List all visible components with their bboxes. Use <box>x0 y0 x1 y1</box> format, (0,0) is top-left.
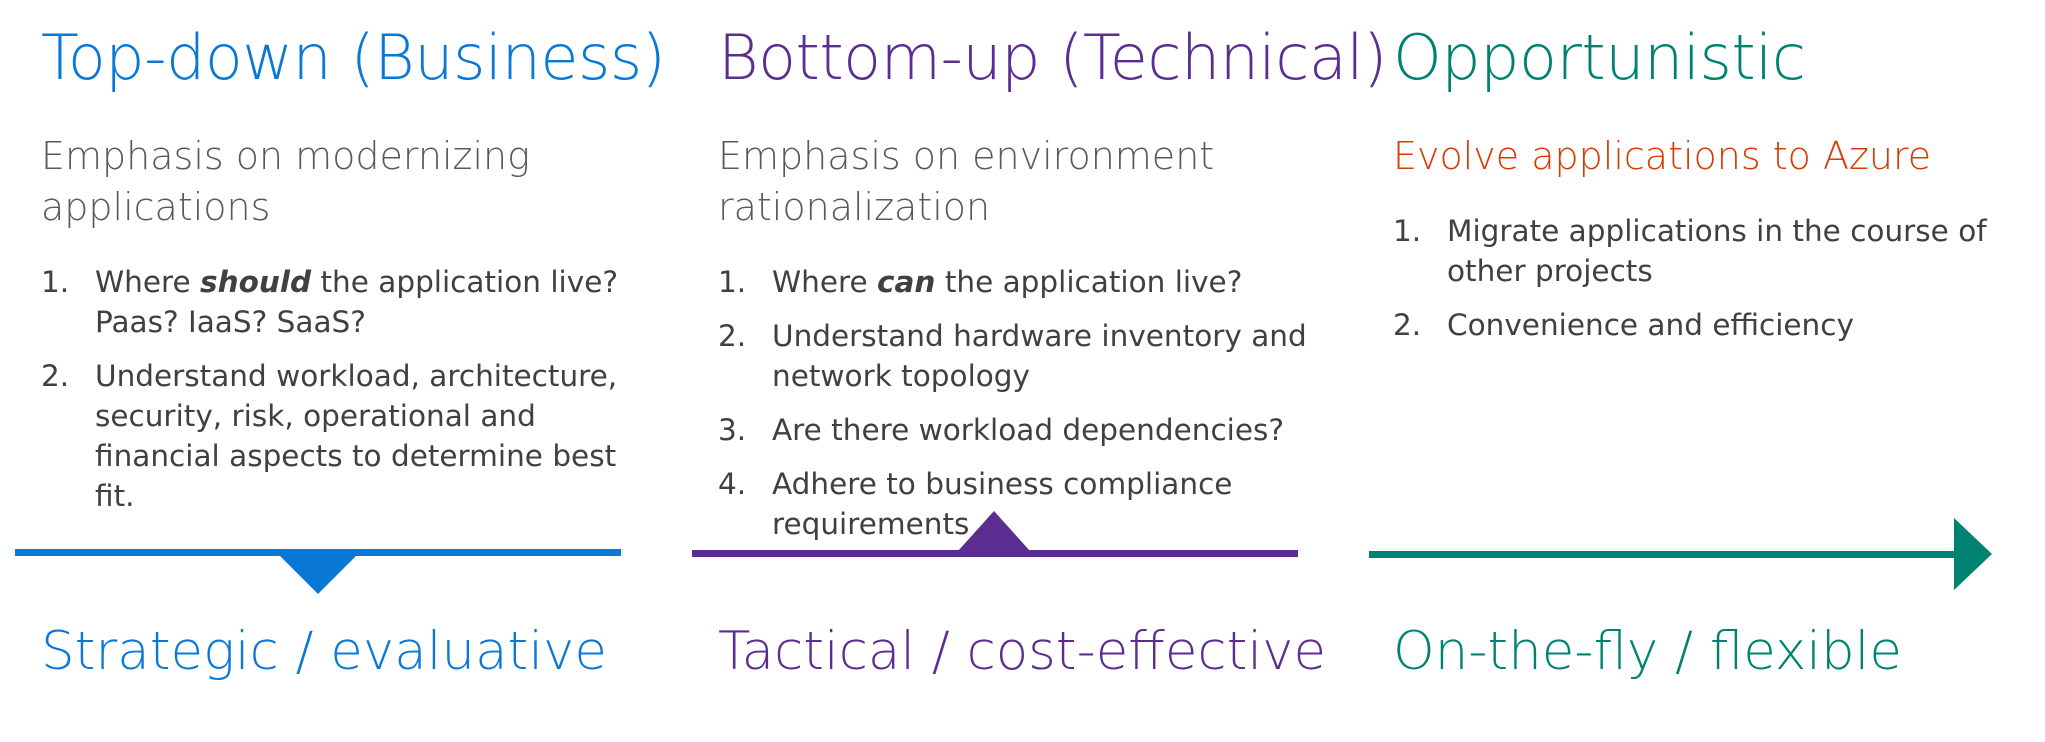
column-bottom-up: Bottom-up (Technical) Emphasis on enviro… <box>718 0 1387 742</box>
list-text: Are there workload dependencies? <box>772 413 1285 447</box>
list-text: Understand hardware inventory and networ… <box>772 319 1307 393</box>
teal-divider <box>1369 518 1992 590</box>
blue-divider <box>15 549 621 594</box>
list-number: 1. <box>1393 214 1422 248</box>
triangle-down-icon <box>279 555 357 594</box>
divider-line <box>692 550 1298 557</box>
list-number: 4. <box>718 467 747 501</box>
list-item: 3. Are there workload dependencies? <box>718 410 1318 450</box>
list-text: Understand workload, architecture, secur… <box>95 359 618 513</box>
list-item: 2. Understand hardware inventory and net… <box>718 316 1318 396</box>
list-text: Convenience and efficiency <box>1447 308 1854 342</box>
column-opportunistic: Opportunistic Evolve applications to Azu… <box>1393 0 2013 742</box>
list-text: Where should the application live? Paas?… <box>95 265 619 339</box>
list-text: Migrate applications in the course of ot… <box>1447 214 1987 288</box>
list-number: 2. <box>718 319 747 353</box>
list-number: 2. <box>41 359 70 393</box>
list-item: 2. Convenience and efficiency <box>1393 305 2013 345</box>
list-number: 1. <box>41 265 70 299</box>
column-title: Bottom-up (Technical) <box>718 21 1387 94</box>
points-list: 1. Migrate applications in the course of… <box>1393 211 2013 359</box>
column-subtitle: Emphasis on modernizing applications <box>41 134 530 229</box>
emphasis-text: can <box>877 265 936 299</box>
list-item: 1. Migrate applications in the course of… <box>1393 211 2013 291</box>
list-item: 1. Where can the application live? <box>718 262 1318 302</box>
column-subtitle: Evolve applications to Azure <box>1393 134 1932 178</box>
list-item: 1. Where should the application live? Pa… <box>41 262 641 342</box>
list-text: Adhere to business compliance requiremen… <box>772 467 1233 541</box>
points-list: 1. Where can the application live? 2. Un… <box>718 262 1318 558</box>
list-item: 4. Adhere to business compliance require… <box>718 464 1318 544</box>
column-subtitle: Emphasis on environment rationalization <box>718 134 1215 229</box>
column-title: Opportunistic <box>1393 21 1806 94</box>
purple-divider <box>692 511 1298 557</box>
list-number: 1. <box>718 265 747 299</box>
bottom-label: Tactical / cost-effective <box>718 621 1327 682</box>
arrow-right-icon <box>1954 518 1992 590</box>
bottom-label: On-the-fly / flexible <box>1393 621 1902 682</box>
column-top-down: Top-down (Business) Emphasis on moderniz… <box>41 0 666 742</box>
points-list: 1. Where should the application live? Pa… <box>41 262 641 530</box>
list-number: 3. <box>718 413 747 447</box>
column-title: Top-down (Business) <box>41 21 666 94</box>
bottom-label: Strategic / evaluative <box>41 621 608 682</box>
divider-line <box>1369 551 1979 558</box>
list-number: 2. <box>1393 308 1422 342</box>
triangle-up-icon <box>958 511 1030 551</box>
list-item: 2. Understand workload, architecture, se… <box>41 356 641 516</box>
list-text: Where can the application live? <box>772 265 1243 299</box>
divider-line <box>15 549 621 556</box>
emphasis-text: should <box>200 265 312 299</box>
